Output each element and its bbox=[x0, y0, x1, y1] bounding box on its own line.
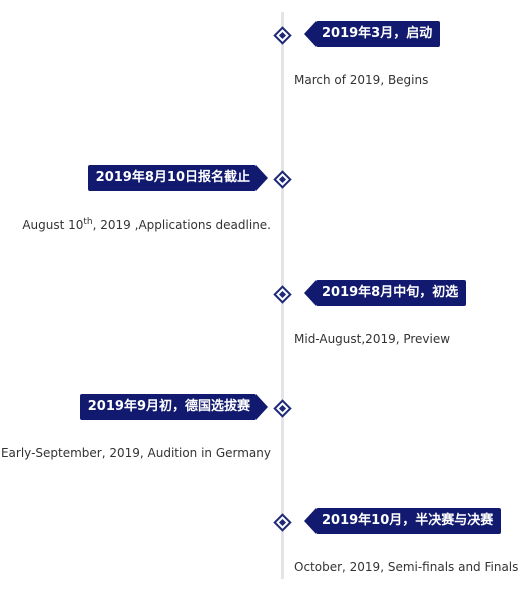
ordinal-suffix: th bbox=[83, 217, 93, 227]
diamond-marker-icon bbox=[273, 285, 292, 304]
timeline-entry-4: 2019年9月初，德国选拔赛 Early-September, 2019, Au… bbox=[0, 394, 522, 482]
diamond-marker-icon bbox=[273, 170, 292, 189]
timeline-entry-5: 2019年10月，半决赛与决赛 October, 2019, Semi-fina… bbox=[0, 508, 522, 596]
event-description: Early-September, 2019, Audition in Germa… bbox=[0, 446, 271, 460]
timeline-entry-3: 2019年8月中旬，初选 Mid-August,2019, Preview bbox=[0, 280, 522, 368]
event-tag: 2019年3月，启动 bbox=[303, 21, 441, 47]
event-tag: 2019年8月中旬，初选 bbox=[303, 280, 467, 306]
event-description: Mid-August,2019, Preview bbox=[294, 332, 451, 346]
event-description: March of 2019, Begins bbox=[294, 73, 429, 87]
event-tag: 2019年9月初，德国选拔赛 bbox=[79, 394, 269, 420]
event-tag: 2019年10月，半决赛与决赛 bbox=[303, 508, 502, 534]
timeline-entry-1: 2019年3月，启动 March of 2019, Begins bbox=[0, 21, 522, 109]
diamond-marker-icon bbox=[273, 399, 292, 418]
timeline-entry-2: 2019年8月10日报名截止 August 10th, 2019 ,Applic… bbox=[0, 165, 522, 253]
event-description: August 10th, 2019 ,Applications deadline… bbox=[22, 217, 271, 232]
event-description: October, 2019, Semi-finals and Finals bbox=[294, 560, 519, 574]
event-description-text: , 2019 ,Applications deadline. bbox=[92, 218, 271, 232]
diamond-marker-icon bbox=[273, 513, 292, 532]
event-description-date: August 10 bbox=[22, 218, 84, 232]
event-tag: 2019年8月10日报名截止 bbox=[87, 165, 269, 191]
diamond-marker-icon bbox=[273, 26, 292, 45]
